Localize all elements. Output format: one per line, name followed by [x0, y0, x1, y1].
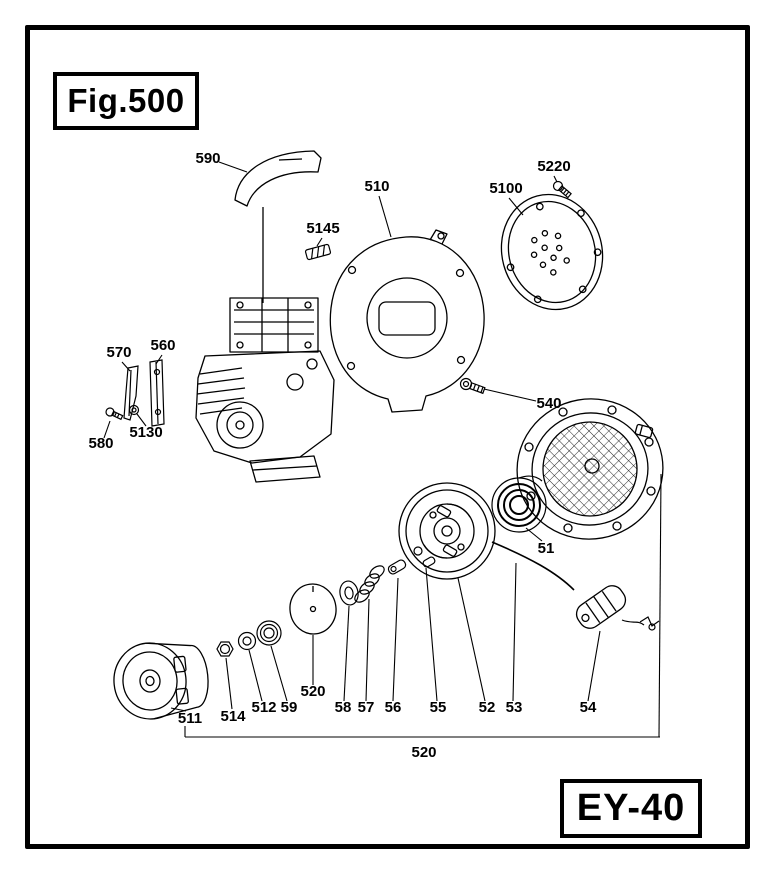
part-label-55: 55 — [430, 699, 447, 716]
part-label-54: 54 — [580, 699, 597, 716]
part-label-52: 52 — [479, 699, 496, 716]
part-starter-handle-54 — [575, 585, 627, 629]
part-label-58: 58 — [335, 699, 352, 716]
part-starter-housing — [516, 398, 664, 540]
part-blower-housing-510 — [329, 229, 485, 413]
part-pawl-56 — [387, 559, 407, 575]
part-label-56: 56 — [385, 699, 402, 716]
part-label-5130: 5130 — [129, 424, 162, 441]
part-screen-plate-5100 — [500, 193, 604, 311]
part-label-5145: 5145 — [306, 220, 339, 237]
diagram-border-frame — [25, 25, 750, 849]
figure-number-label: Fig.500 — [67, 82, 185, 119]
part-washer-5130 — [128, 404, 140, 416]
part-label-514: 514 — [220, 708, 246, 725]
part-spring-57 — [354, 565, 385, 603]
part-label-53: 53 — [506, 699, 523, 716]
part-recoil-spring-51 — [491, 475, 547, 533]
model-number-box: EY-40 — [560, 779, 702, 838]
part-disc-520 — [289, 583, 337, 635]
leader-lines — [103, 161, 662, 738]
part-label-570: 570 — [106, 344, 131, 361]
part-label-510: 510 — [364, 178, 389, 195]
part-bracket-570 — [123, 365, 139, 421]
assembly-group-label-520: 520 — [411, 744, 436, 761]
part-label-5220: 5220 — [537, 158, 570, 175]
part-label-57: 57 — [358, 699, 375, 716]
part-label-5100: 5100 — [489, 180, 522, 197]
part-screw-580 — [105, 407, 124, 421]
part-starter-cup-511 — [113, 642, 209, 720]
part-clip-55 — [413, 546, 436, 568]
part-nut-514 — [216, 641, 234, 657]
model-number-label: EY-40 — [576, 787, 686, 829]
part-label-59: 59 — [281, 699, 298, 716]
part-label-580: 580 — [88, 435, 113, 452]
part-screw-540 — [459, 377, 486, 395]
part-engine-block — [195, 297, 335, 483]
part-label-560: 560 — [150, 337, 175, 354]
part-plate-560 — [149, 359, 165, 427]
part-label-540: 540 — [536, 395, 561, 412]
part-rope-pulley-52 — [398, 482, 496, 580]
part-label-51: 51 — [538, 540, 555, 557]
part-label-512: 512 — [251, 699, 276, 716]
figure-number-box: Fig.500 — [53, 72, 199, 130]
part-spring-seat-58 — [339, 580, 359, 606]
part-label-511: 511 — [178, 710, 202, 727]
part-label-590: 590 — [195, 150, 220, 167]
part-screw-5220 — [552, 180, 572, 199]
part-washer-59 — [256, 620, 282, 646]
part-label-520: 520 — [300, 683, 325, 700]
part-top-cover-590 — [234, 150, 322, 303]
part-washer-512 — [237, 631, 257, 651]
part-key-5145 — [304, 243, 332, 261]
part-starter-rope-53 — [491, 541, 660, 631]
